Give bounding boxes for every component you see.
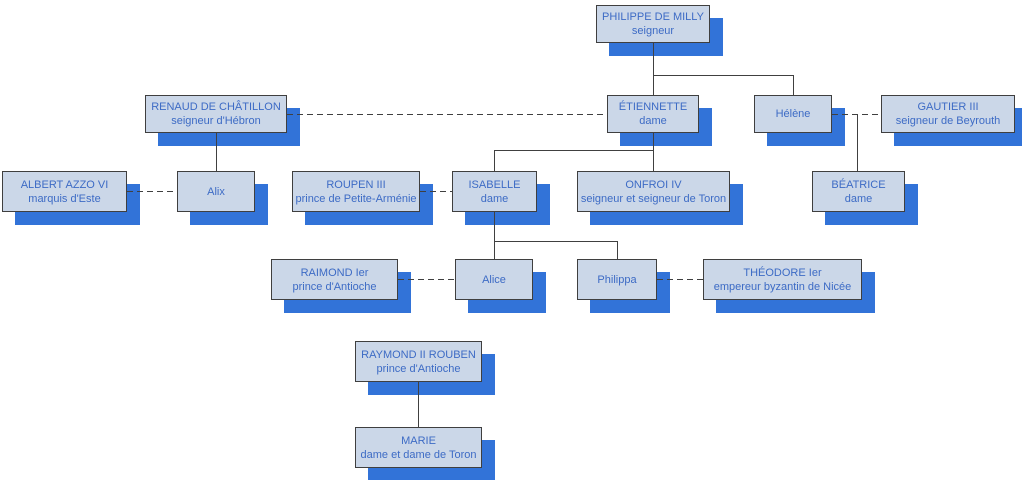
node-onfroi-iv[interactable]: ONFROI IV seigneur et seigneur de Toron — [577, 171, 730, 212]
node-subtitle: prince d'Antioche — [292, 280, 377, 293]
connector-branch-to-helene — [793, 75, 794, 95]
node-title: GAUTIER III — [917, 101, 979, 113]
node-title: Alix — [207, 185, 225, 198]
node-marie[interactable]: MARIE dame et dame de Toron — [355, 427, 482, 468]
node-title: ROUPEN III — [326, 178, 386, 191]
marriage-line-renaud-etiennette — [287, 114, 607, 115]
node-roupen-iii[interactable]: ROUPEN III prince de Petite-Arménie — [292, 171, 420, 212]
connector-philippe-to-etiennette — [653, 43, 654, 95]
node-etiennette[interactable]: ÉTIENNETTE dame — [607, 95, 699, 133]
node-raymond-ii-rouben[interactable]: RAYMOND II ROUBEN prince d'Antioche — [355, 341, 482, 382]
marriage-line-roupen-isabelle — [420, 191, 452, 192]
node-philippe-de-milly[interactable]: PHILIPPE DE MILLY seigneur — [596, 5, 710, 43]
node-subtitle: seigneur de Beyrouth — [895, 115, 1001, 127]
connector-etiennette-branch — [494, 150, 653, 151]
node-subtitle: empereur byzantin de Nicée — [713, 280, 852, 293]
node-beatrice[interactable]: BÉATRICE dame — [812, 171, 905, 212]
node-albert-azzo-vi[interactable]: ALBERT AZZO VI marquis d'Este — [2, 171, 127, 212]
connector-renaud-to-alix — [216, 133, 217, 171]
marriage-line-philippa-theodore — [657, 279, 703, 280]
node-subtitle: seigneur et seigneur de Toron — [580, 192, 727, 205]
node-subtitle: dame — [480, 192, 509, 205]
node-raimond-ier[interactable]: RAIMOND Ier prince d'Antioche — [271, 259, 398, 300]
node-title: RAIMOND Ier — [300, 266, 369, 279]
node-title: Philippa — [597, 273, 637, 286]
connector-etiennette-to-onfroi — [653, 133, 654, 171]
node-philippa[interactable]: Philippa — [577, 259, 657, 300]
connector-isabelle-to-alice — [494, 212, 495, 259]
node-helene[interactable]: Hélène — [754, 95, 832, 133]
node-title: ONFROI IV — [625, 178, 682, 191]
connector-philippe-branch — [653, 75, 793, 76]
node-subtitle: seigneur — [631, 25, 675, 37]
node-isabelle[interactable]: ISABELLE dame — [452, 171, 537, 212]
connector-raymond2-to-marie — [418, 382, 419, 427]
connector-isabelle-branch — [494, 241, 617, 242]
connector-marriage-to-beatrice — [857, 114, 858, 171]
node-title: Hélène — [775, 108, 811, 120]
connector-branch-to-isabelle — [494, 150, 495, 171]
node-gautier-iii[interactable]: GAUTIER III seigneur de Beyrouth — [881, 95, 1015, 133]
node-subtitle: dame — [844, 192, 873, 205]
node-renaud-de-chatillon[interactable]: RENAUD DE CHÂTILLON seigneur d'Hébron — [145, 95, 287, 133]
node-subtitle: dame — [639, 115, 667, 127]
node-title: ÉTIENNETTE — [618, 101, 688, 113]
node-title: BÉATRICE — [831, 178, 886, 191]
node-title: THÉODORE Ier — [743, 266, 822, 279]
node-subtitle: seigneur d'Hébron — [171, 115, 261, 127]
marriage-line-helene-gautier — [832, 114, 881, 115]
node-subtitle: marquis d'Este — [28, 192, 101, 205]
marriage-line-albert-alix — [127, 191, 177, 192]
node-subtitle: dame et dame de Toron — [360, 448, 477, 461]
node-title: PHILIPPE DE MILLY — [602, 11, 704, 23]
node-title: Alice — [482, 273, 506, 286]
marriage-line-raimond-alice — [398, 279, 455, 280]
node-alix[interactable]: Alix — [177, 171, 255, 212]
node-subtitle: prince de Petite-Arménie — [295, 192, 417, 205]
node-title: RAYMOND II ROUBEN — [361, 348, 476, 361]
node-theodore-ier[interactable]: THÉODORE Ier empereur byzantin de Nicée — [703, 259, 862, 300]
connector-branch-to-philippa — [617, 241, 618, 259]
node-title: ISABELLE — [468, 178, 521, 191]
node-title: ALBERT AZZO VI — [20, 178, 109, 191]
node-alice[interactable]: Alice — [455, 259, 533, 300]
node-title: MARIE — [401, 434, 436, 447]
node-title: RENAUD DE CHÂTILLON — [151, 101, 281, 113]
node-subtitle: prince d'Antioche — [376, 362, 461, 375]
